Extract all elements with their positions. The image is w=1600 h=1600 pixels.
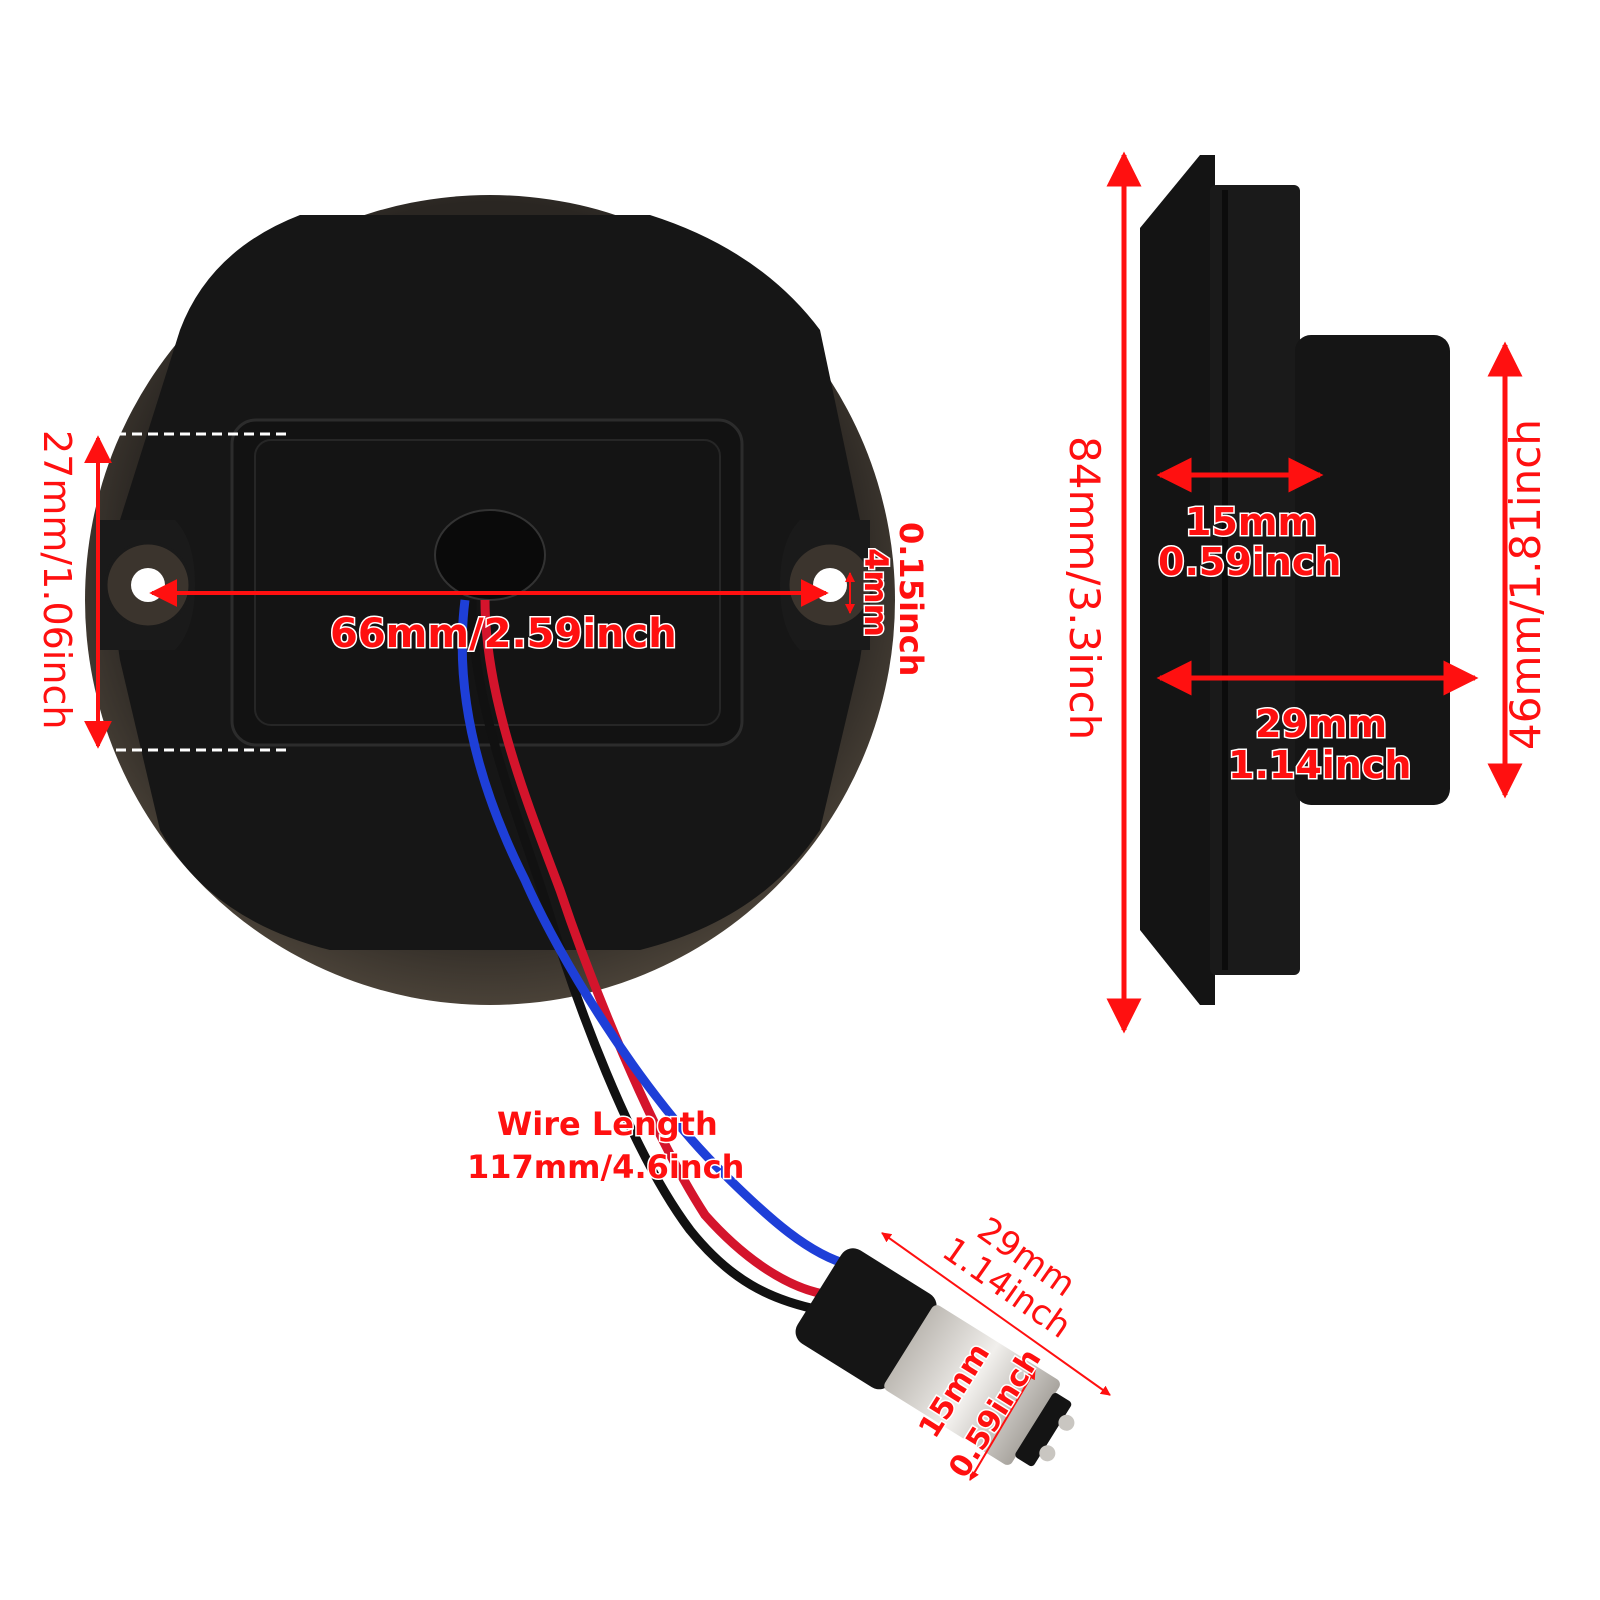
total-depth-mm: 29mm (1255, 702, 1387, 746)
total-depth-inch: 1.14inch (1228, 743, 1411, 787)
wire-black (467, 599, 821, 1315)
hole-diameter-inch: 0.15inch (892, 522, 930, 676)
wire-length-value: 117mm/4.6inch (467, 1148, 744, 1186)
bulb-diameter-arrow (969, 1369, 1036, 1481)
total-height-label: 84mm/3.3inch (1060, 436, 1109, 740)
side-body (1210, 185, 1300, 975)
right-mount-hole (813, 568, 847, 602)
side-gasket (1222, 190, 1228, 970)
flange-depth-inch: 0.59inch (1158, 540, 1341, 584)
bulb-contact-1 (1058, 1414, 1075, 1431)
wire-harness (457, 599, 852, 1315)
wire-red (480, 599, 831, 1300)
hole-diameter-mm: 4mm (857, 548, 895, 637)
module-height-side-label: 46mm/1.81inch (1501, 419, 1550, 750)
flange-depth-mm: 15mm (1185, 500, 1317, 544)
wire-grommet (434, 509, 546, 601)
bulb-contact-2 (1039, 1445, 1056, 1462)
left-mount-hole (131, 568, 165, 602)
side-lens-flange (1140, 155, 1215, 1005)
module-height-label: 27mm/1.06inch (35, 430, 79, 729)
wire-length-title: Wire Length (497, 1105, 718, 1143)
light-front-view (85, 195, 895, 1005)
wire-blue (457, 599, 852, 1270)
bulb-length-arrow (881, 1232, 1111, 1396)
hole-spacing-label: 66mm/2.59inch (330, 611, 677, 657)
